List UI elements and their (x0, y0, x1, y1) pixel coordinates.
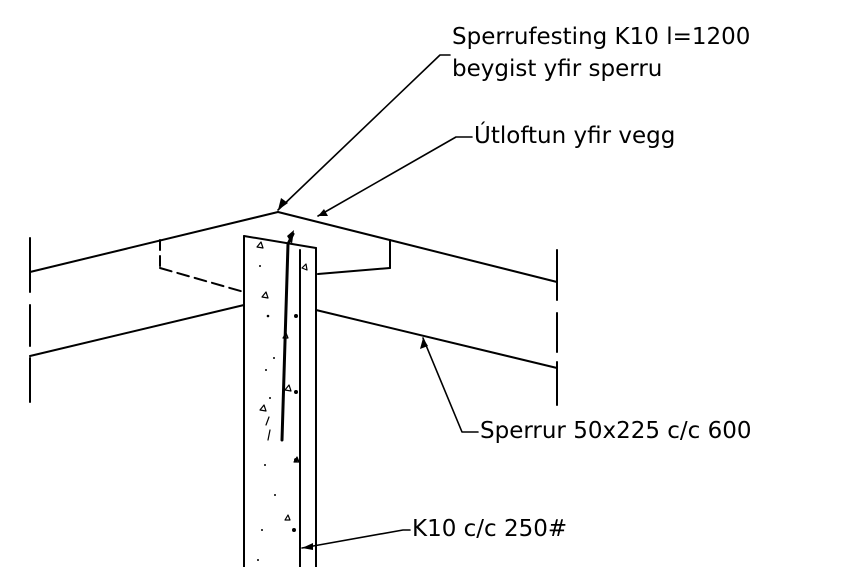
concrete-wall (243, 235, 317, 567)
wall-plate (159, 239, 391, 293)
label-rafter-fastening-bend: beygist yfir sperru (452, 56, 663, 82)
arrow-ventilation (318, 209, 328, 216)
arrow-rebar (302, 543, 313, 550)
leader-rafters (422, 337, 479, 433)
label-rafter-fastening: Sperrufesting K10 l=1200 (452, 24, 751, 50)
arrow-rafter-fastening (278, 198, 288, 210)
bar-hook-tip (287, 230, 294, 244)
rafter-left (29, 211, 279, 357)
label-rafters: Sperrur 50x225 c/c 600 (480, 418, 752, 444)
concrete-hatching (256, 241, 308, 521)
label-rebar: K10 c/c 250# (412, 516, 568, 542)
rafter-right (277, 211, 558, 369)
concrete-dots (257, 265, 298, 561)
leader-rebar (301, 529, 411, 549)
arrow-rafters (420, 338, 428, 349)
label-ventilation: Útloftun yfir vegg (474, 123, 676, 149)
rafter-fastening-bar (280, 232, 301, 567)
leader-rafter-fastening (277, 54, 451, 211)
leader-ventilation (317, 136, 473, 217)
